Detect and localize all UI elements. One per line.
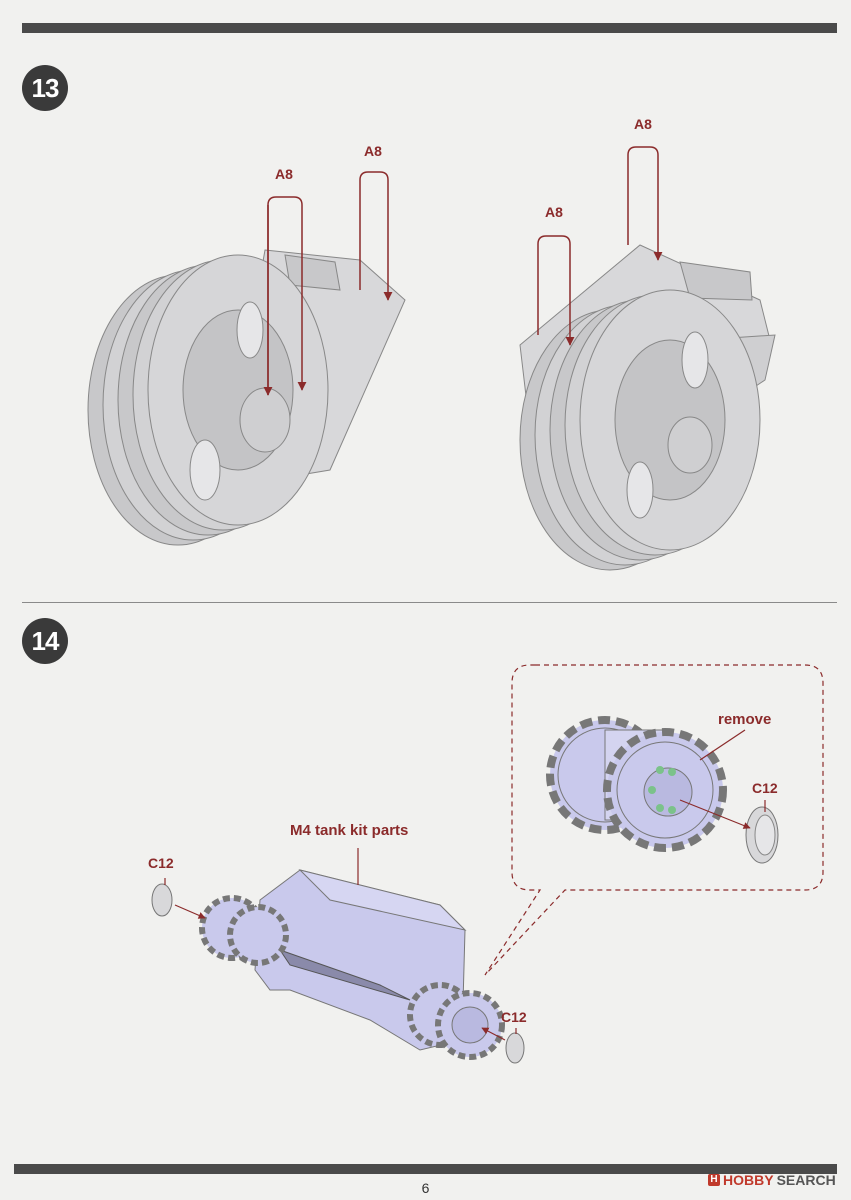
label-c12-inset: C12 xyxy=(752,780,778,796)
watermark-logo-icon: H xyxy=(708,1174,720,1186)
label-a8-right-1: A8 xyxy=(545,204,563,220)
bottom-border-bar xyxy=(14,1164,837,1174)
step14-arrows xyxy=(164,848,517,1041)
right-a8-arrows xyxy=(537,146,663,346)
watermark-brand: HOBBY xyxy=(723,1172,774,1188)
inset-arrows xyxy=(679,729,766,829)
step-13-illustration xyxy=(87,146,776,571)
detail-callout-box xyxy=(484,664,824,976)
right-sprocket-assembly xyxy=(519,244,776,571)
m4-kit-part xyxy=(199,869,505,1060)
step-14-illustration xyxy=(151,664,824,1064)
label-m4-tank-kit-parts: M4 tank kit parts xyxy=(290,822,409,839)
left-a8-arrows xyxy=(263,171,393,396)
label-c12-left: C12 xyxy=(148,855,174,871)
section-divider xyxy=(22,602,837,603)
watermark: H HOBBY SEARCH xyxy=(708,1172,836,1188)
inset-c12-cap xyxy=(745,806,779,864)
step-13-badge: 13 xyxy=(22,65,68,111)
left-sprocket-assembly xyxy=(87,249,406,546)
label-c12-bottom: C12 xyxy=(501,1009,527,1025)
label-a8-right-2: A8 xyxy=(634,116,652,132)
top-border-bar xyxy=(22,23,837,33)
page-number: 6 xyxy=(421,1180,430,1196)
step-14-badge: 14 xyxy=(22,618,68,664)
c12-bottom-cap xyxy=(505,1032,525,1064)
label-remove: remove xyxy=(718,711,772,728)
label-a8-left-1: A8 xyxy=(275,166,293,182)
c12-left-cap xyxy=(151,883,173,917)
label-a8-left-2: A8 xyxy=(364,143,382,159)
watermark-search: SEARCH xyxy=(776,1172,836,1188)
inset-sprocket-assembly xyxy=(546,716,727,852)
